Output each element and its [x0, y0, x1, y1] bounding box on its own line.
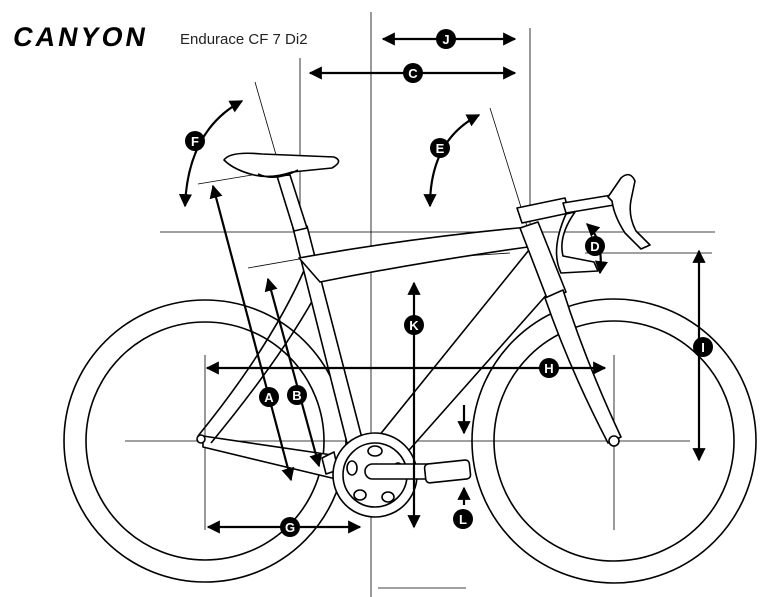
dimension-label-i: I [693, 337, 713, 357]
label-text-g: G [285, 520, 295, 535]
dimension-label-a: A [259, 387, 279, 407]
spider-hole [353, 489, 367, 501]
dimension-label-g: G [280, 517, 300, 537]
front-hub [608, 435, 620, 447]
rear-rim [85, 321, 325, 561]
label-text-j: J [442, 32, 449, 47]
dimension-label-h: H [539, 358, 559, 378]
drivetrain [332, 432, 472, 518]
brake-hood [607, 173, 651, 250]
seat-stay-outer [197, 265, 307, 437]
dimension-label-e: E [430, 138, 450, 158]
front-wheel [471, 298, 757, 584]
label-text-b: B [292, 388, 301, 403]
seat-stay-inner [210, 284, 322, 444]
label-text-a: A [264, 390, 274, 405]
dim-b-arrow [264, 277, 323, 468]
top-tube [298, 226, 536, 283]
label-text-i: I [701, 340, 705, 355]
label-text-l: L [459, 512, 467, 527]
dimension-label-l: L [453, 509, 473, 529]
dimension-label-c: C [403, 63, 423, 83]
dimension-label-k: K [404, 315, 424, 335]
label-text-e: E [436, 141, 445, 156]
saddle-shell [223, 152, 340, 178]
dim-a-arrow [209, 184, 295, 482]
label-text-d: D [590, 239, 599, 254]
dim-e-arrow [423, 114, 481, 208]
dimension-label-d: D [585, 236, 605, 256]
saddle-rails [257, 169, 299, 178]
front-rim [493, 320, 735, 562]
spider-hole [381, 491, 395, 503]
dimension-label-f: F [185, 131, 205, 151]
rear-dropout [196, 434, 206, 444]
cockpit [516, 173, 651, 274]
stem [516, 197, 570, 224]
label-text-c: C [408, 66, 418, 81]
pedal [423, 459, 472, 484]
label-text-k: K [409, 318, 419, 333]
head-tube [519, 221, 567, 302]
saddle [223, 152, 340, 178]
spider-hole [346, 460, 358, 476]
reference-lines [125, 12, 715, 597]
brand-logo: CANYON [11, 21, 151, 52]
down-tube [373, 244, 558, 459]
dimension-label-b: B [287, 385, 307, 405]
seatpost [276, 174, 308, 232]
label-text-f: F [191, 134, 199, 149]
model-name: Endurace CF 7 Di2 [180, 31, 308, 48]
front-tire [471, 298, 757, 584]
handlebar-top [562, 194, 615, 214]
dimension-label-j: J [436, 29, 456, 49]
label-text-h: H [544, 361, 553, 376]
spider-hole [367, 445, 383, 457]
